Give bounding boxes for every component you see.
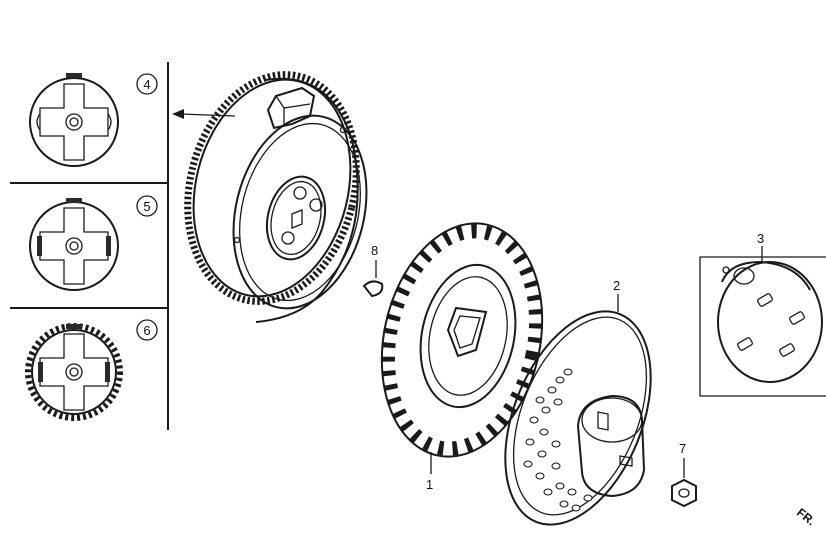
flywheel-variant-5 [29, 198, 119, 291]
starter-pulley [504, 310, 652, 526]
callout-6-circle [136, 319, 158, 341]
flywheel [184, 71, 368, 323]
label-part-1: 1 [426, 477, 433, 492]
callout-6: 6 [143, 323, 150, 338]
callout-5: 5 [143, 199, 150, 214]
callout-4-circle [136, 73, 158, 95]
flywheel-variant-4 [29, 73, 119, 167]
label-part-3: 3 [757, 231, 764, 246]
starter-cup [717, 260, 823, 383]
flywheel-variant-6 [25, 323, 123, 421]
front-direction-mark: FR. [794, 505, 818, 528]
label-part-2: 2 [613, 278, 620, 293]
cooling-fan [380, 222, 544, 458]
variant-reference-arrow [172, 109, 236, 119]
woodruff-key [362, 280, 384, 298]
variant-panels-frame [10, 62, 169, 430]
callout-4: 4 [143, 77, 150, 92]
callout-5-circle [136, 195, 158, 217]
label-part-8: 8 [371, 243, 378, 258]
part-3-frame [699, 256, 826, 397]
label-part-7: 7 [679, 441, 686, 456]
flange-nut [671, 478, 697, 508]
